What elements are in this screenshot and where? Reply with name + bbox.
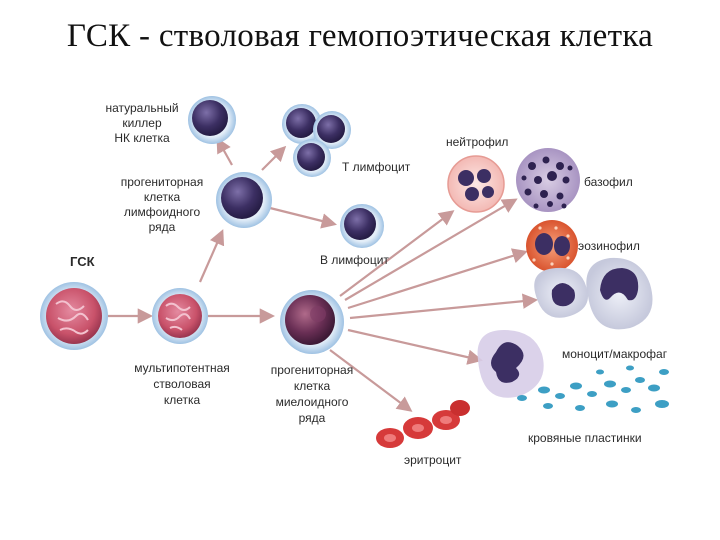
arrow-myeloid-platelets — [348, 330, 480, 360]
label-b-cell: В лимфоцит — [320, 253, 389, 267]
basophil-cell — [516, 148, 580, 212]
svg-text:клетка: клетка — [164, 393, 201, 407]
label-monocyte: моноцит/макрофаг — [562, 347, 668, 361]
label-eosinophil: эозинофил — [578, 239, 640, 253]
label-erythrocyte: эритроцит — [404, 453, 462, 467]
arrow-lymphoid-nk — [218, 140, 232, 165]
label-platelets: кровяные пластинки — [528, 431, 642, 445]
label-gsk: ГСК — [70, 254, 95, 269]
svg-text:клетка: клетка — [294, 379, 331, 393]
arrow-lymphoid-b — [270, 208, 334, 224]
myeloid-progenitor-cell — [280, 290, 344, 354]
svg-text:миелоидного: миелоидного — [276, 395, 349, 409]
nk-cell — [188, 96, 236, 144]
svg-text:киллер: киллер — [122, 116, 162, 130]
arrow-lymphoid-t — [262, 148, 284, 170]
multipotent-stem-cell — [152, 288, 208, 344]
svg-text:НК клетка: НК клетка — [114, 131, 170, 145]
erythrocyte-cells — [376, 400, 470, 448]
b-lymphocyte-cell — [340, 204, 384, 248]
label-lymphoid-progenitor: прогениторная клетка лимфоидного ряда — [121, 175, 203, 234]
gsk-cell — [40, 282, 108, 350]
svg-text:стволовая: стволовая — [153, 377, 210, 391]
svg-text:клетка: клетка — [144, 190, 181, 204]
label-basophil: базофил — [584, 175, 633, 189]
svg-text:ряда: ряда — [299, 411, 326, 425]
eosinophil-cell — [526, 220, 578, 272]
arrow-multipotent-lymphoid — [200, 232, 222, 282]
t-lymphocyte-cells — [282, 104, 351, 177]
svg-text:ряда: ряда — [149, 220, 176, 234]
svg-text:лимфоидного: лимфоидного — [124, 205, 201, 219]
label-nk: натуральный киллер НК клетка — [105, 101, 178, 145]
label-multipotent: мультипотентная стволовая клетка — [134, 361, 230, 407]
label-t-cell: Т лимфоцит — [342, 160, 411, 174]
monocyte-macrophage-cells — [534, 258, 652, 329]
label-myeloid-progenitor: прогениторная клетка миелоидного ряда — [271, 363, 353, 425]
arrow-myeloid-monocyte — [350, 300, 535, 318]
megakaryocyte-cell — [478, 330, 544, 398]
neutrophil-cell — [448, 156, 504, 212]
svg-text:натуральный: натуральный — [105, 101, 178, 115]
lymphoid-progenitor-cell — [216, 172, 272, 228]
svg-text:мультипотентная: мультипотентная — [134, 361, 230, 375]
svg-text:прогениторная: прогениторная — [121, 175, 203, 189]
label-neutrophil: нейтрофил — [446, 135, 508, 149]
svg-text:прогениторная: прогениторная — [271, 363, 353, 377]
